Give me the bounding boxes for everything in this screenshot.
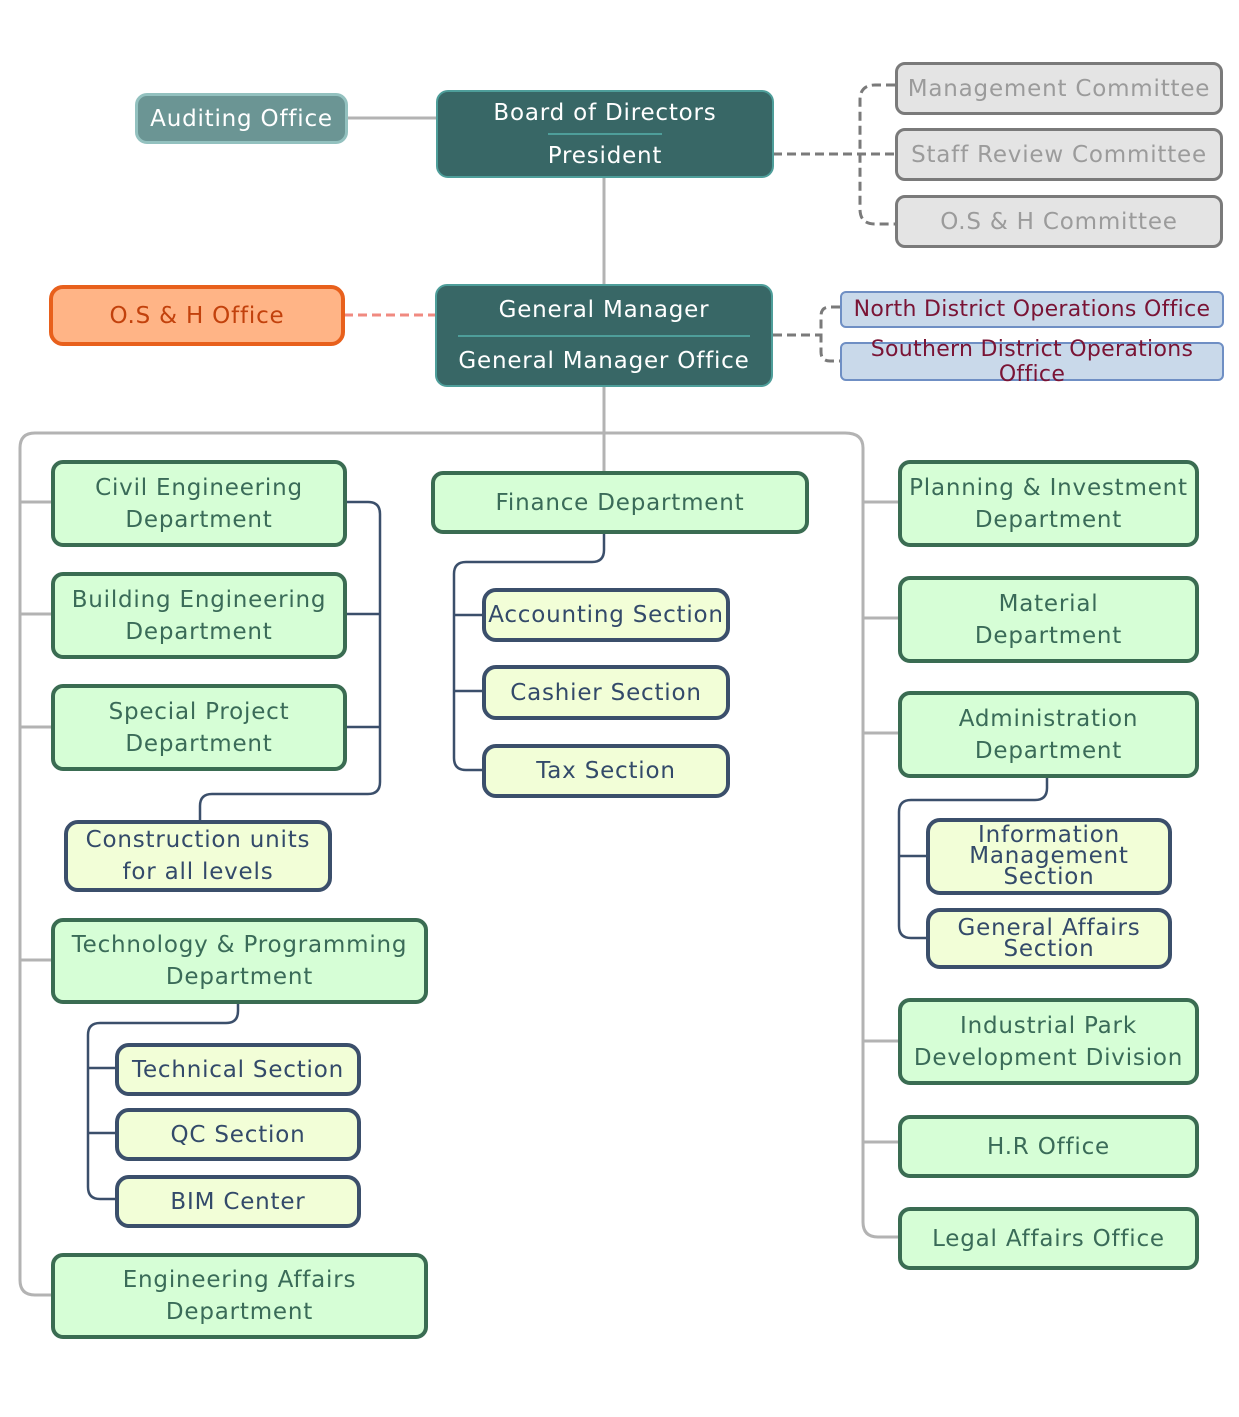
bim-center: BIM Center — [115, 1175, 361, 1228]
construction-units-box: Construction units for all levels — [64, 820, 332, 892]
accounting-section: Accounting Section — [482, 588, 730, 642]
engineering-affairs-department: Engineering Affairs Department — [51, 1253, 428, 1339]
administration-department: Administration Department — [898, 691, 1199, 778]
general-affairs-section: General Affairs Section — [926, 908, 1172, 969]
finance-department: Finance Department — [431, 471, 809, 534]
general-manager-box: General Manager General Manager Office — [435, 284, 773, 387]
general-manager-label: General Manager — [498, 297, 710, 324]
special-project-department: Special Project Department — [51, 684, 347, 771]
material-department: Material Department — [898, 576, 1199, 663]
management-committee-box: Management Committee — [895, 62, 1223, 115]
technical-section: Technical Section — [115, 1043, 361, 1096]
osh-office-box: O.S & H Office — [49, 285, 345, 346]
gm-office-label: General Manager Office — [458, 334, 750, 386]
information-management-section: Information Management Section — [926, 818, 1172, 895]
planning-investment-department: Planning & Investment Department — [898, 460, 1199, 547]
staff-review-committee-box: Staff Review Committee — [895, 128, 1223, 181]
legal-affairs-office: Legal Affairs Office — [898, 1207, 1199, 1270]
qc-section: QC Section — [115, 1108, 361, 1161]
north-district-office-box: North District Operations Office — [840, 291, 1224, 328]
auditing-office-box: Auditing Office — [135, 93, 348, 144]
board-president-box: Board of Directors President — [436, 90, 774, 178]
osh-committee-box: O.S & H Committee — [895, 195, 1223, 248]
building-engineering-department: Building Engineering Department — [51, 572, 347, 659]
cashier-section: Cashier Section — [482, 665, 730, 720]
board-of-directors-label: Board of Directors — [493, 99, 717, 126]
president-label: President — [547, 133, 663, 176]
technology-programming-department: Technology & Programming Department — [51, 918, 428, 1004]
hr-office: H.R Office — [898, 1115, 1199, 1178]
southern-district-office-box: Southern District Operations Office — [840, 337, 1224, 387]
civil-engineering-department: Civil Engineering Department — [51, 460, 347, 547]
tax-section: Tax Section — [482, 744, 730, 798]
industrial-park-development-division: Industrial Park Development Division — [898, 998, 1199, 1085]
